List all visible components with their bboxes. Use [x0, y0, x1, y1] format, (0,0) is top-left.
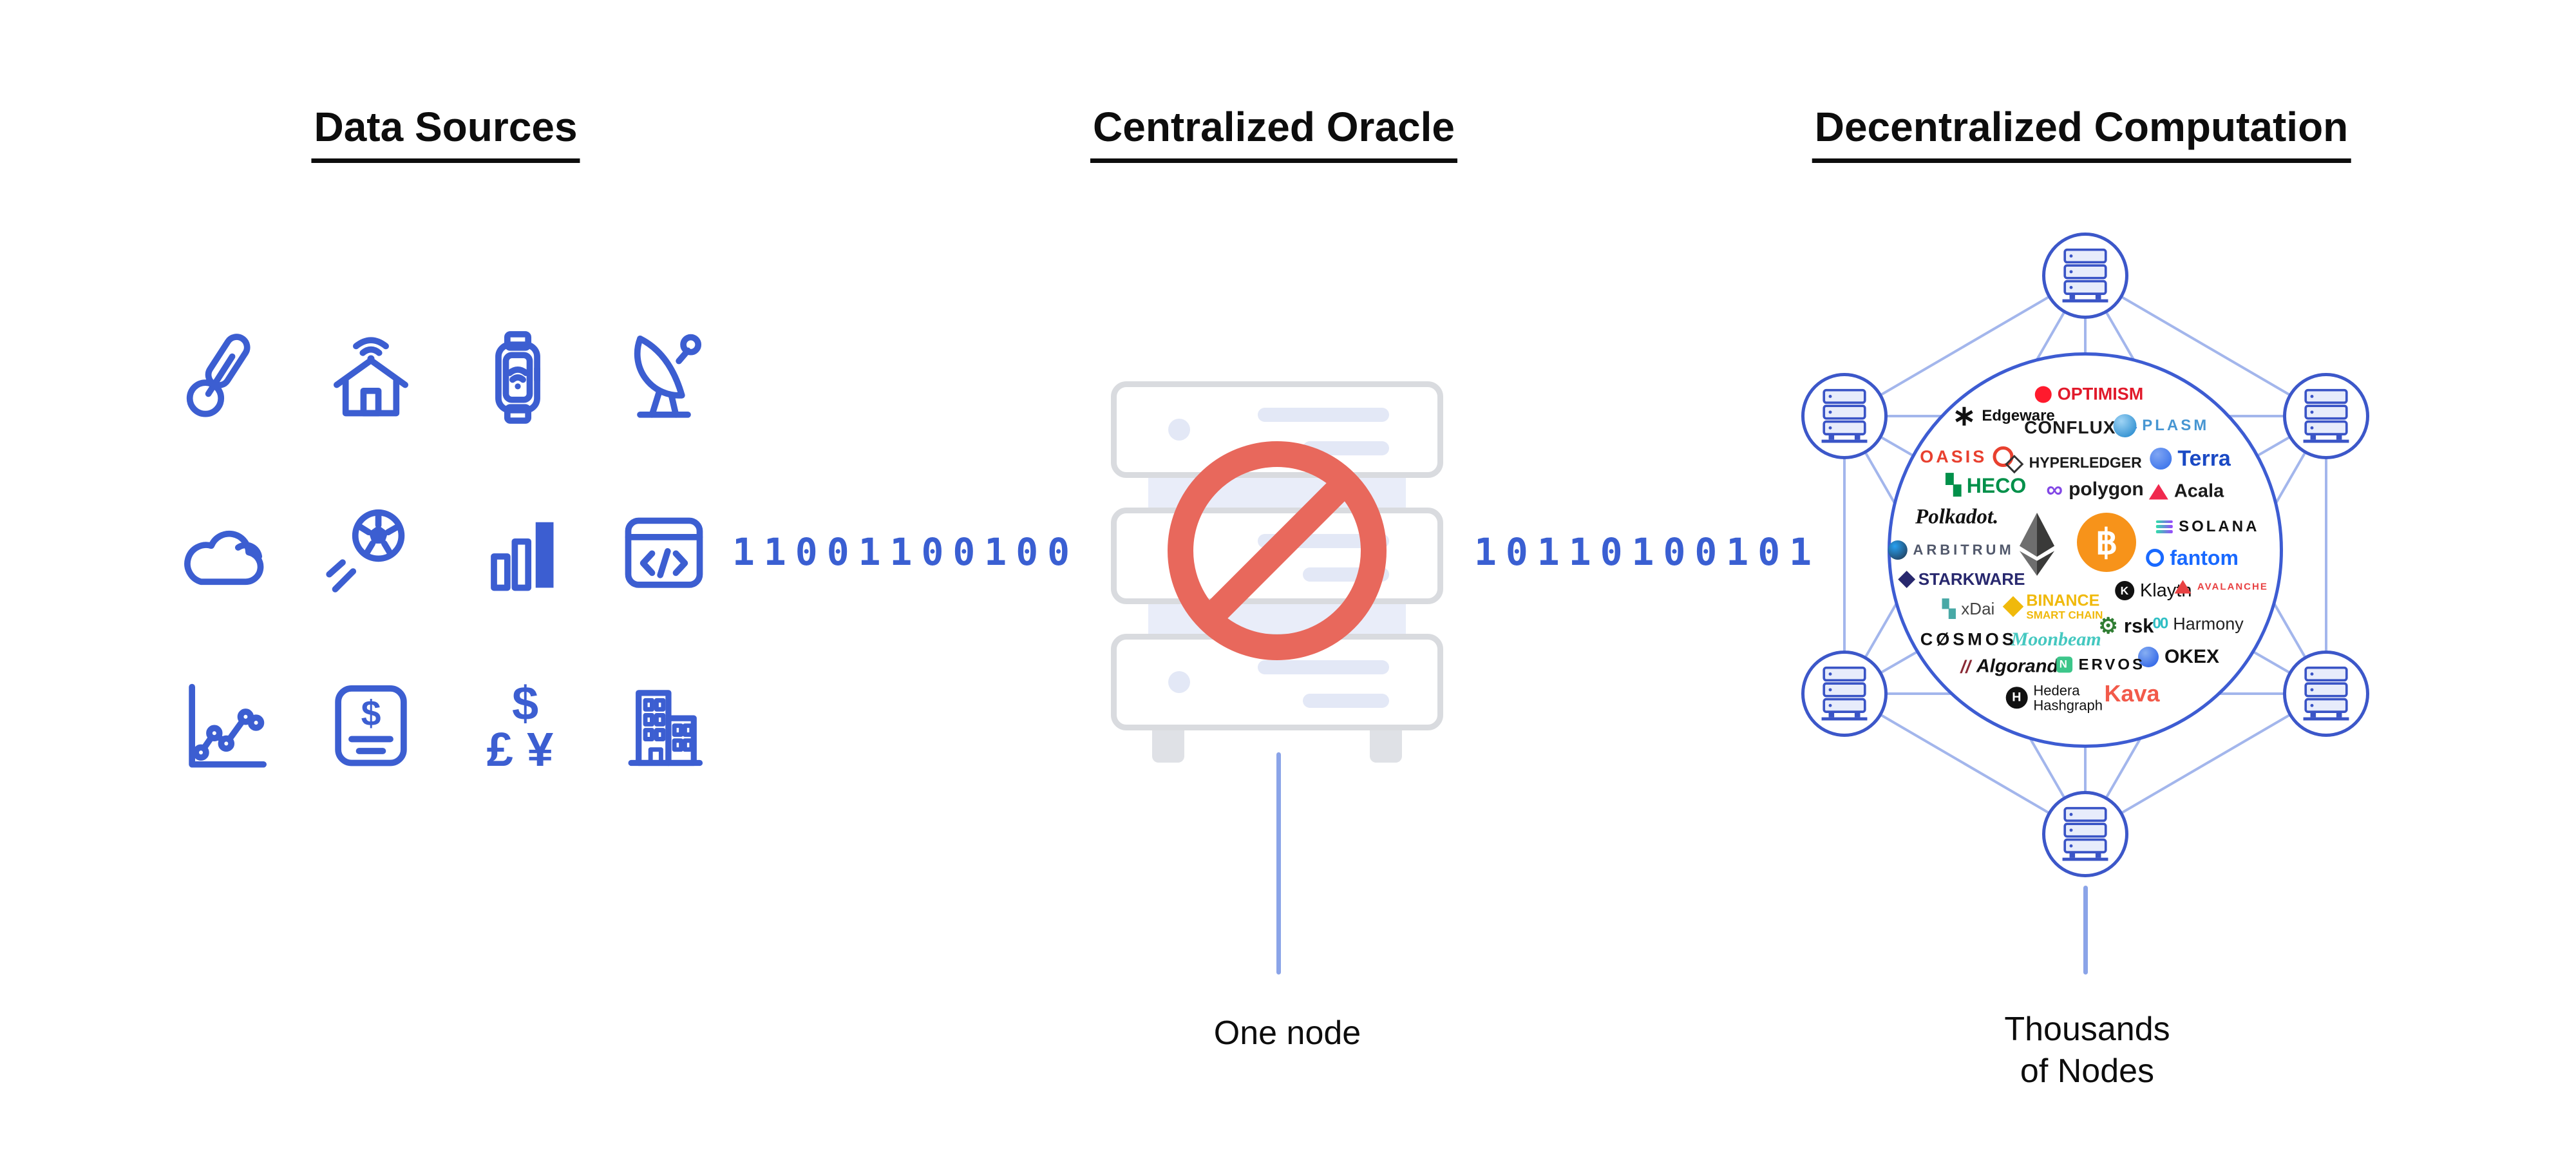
satellite-dish-icon — [616, 330, 712, 425]
logo-hyperledger: ◇HYPERLEDGER — [2005, 449, 2142, 476]
logo-mark-icon: ▚ — [1946, 475, 1961, 497]
logo-mark-icon: K — [2114, 581, 2134, 601]
logo-rsk: ⚙rsk — [2098, 613, 2154, 638]
caption-line-2: of Nodes — [2020, 1052, 2155, 1090]
logo-mark-icon — [2137, 647, 2159, 668]
currency-exchange-icon: $ £ ¥ — [470, 680, 565, 775]
logo-kava: Kava — [2104, 680, 2160, 707]
server-node-upper-left — [1801, 373, 1888, 459]
logo-ethereum — [2016, 511, 2057, 578]
logo-cosmos: CØSMOS — [1920, 629, 2017, 649]
logo-polkadot: Polkadot. — [1915, 505, 1999, 529]
svg-text:¥: ¥ — [527, 723, 553, 775]
svg-text:$: $ — [512, 680, 538, 730]
logo-mark-icon: 00 — [2152, 614, 2169, 633]
network-drop-line — [2083, 886, 2088, 975]
logo-mark-icon — [1888, 540, 1908, 560]
city-buildings-icon — [616, 680, 712, 775]
logo-mark-icon: ∗ — [1952, 399, 1976, 432]
logo-mark-icon: ฿ — [2077, 512, 2137, 572]
prohibition-icon — [1168, 441, 1387, 660]
caption-line-1: Thousands — [2004, 1011, 2170, 1048]
thousands-of-nodes-caption: Thousands of Nodes — [2004, 1009, 2170, 1092]
logo-terra: Terra — [2150, 448, 2231, 470]
data-sources-icon-grid: $ $ £ ¥ — [151, 290, 737, 815]
server-node-lower-left — [1801, 651, 1888, 737]
logo-solana: SOLANA — [2156, 518, 2259, 535]
logo-edgeware: ∗Edgeware — [1952, 399, 2055, 432]
server-node-upper-right — [2283, 373, 2369, 459]
server-node-bottom — [2042, 791, 2128, 877]
svg-text:£: £ — [486, 723, 513, 775]
weather-cloud-icon — [177, 504, 272, 600]
logo-starkware: STARKWARE — [1898, 571, 2025, 588]
logo-xdai: ▚xDai — [1942, 598, 1995, 618]
logo-acala: Acala — [2148, 482, 2224, 501]
logo-mark-icon — [2146, 549, 2164, 567]
input-binary-string: 11001100100 — [732, 530, 1079, 574]
logo-mark-icon: ∞ — [2046, 476, 2063, 503]
logo-mark-icon: N — [2056, 656, 2073, 673]
oracle-drop-line — [1276, 752, 1281, 975]
smart-home-icon — [323, 330, 419, 425]
logo-mark-icon — [1898, 571, 1915, 588]
logo-mark-icon: ▚ — [1942, 598, 1956, 618]
logo-mark-icon — [2156, 520, 2174, 533]
server-rack-icon — [2303, 666, 2349, 721]
logo-oasis: OASIS — [1920, 446, 2014, 468]
code-window-icon — [616, 504, 712, 600]
logo-conflux: CONFLUX — [2024, 418, 2137, 437]
logo-arbitrum: ARBITRUM — [1888, 540, 2014, 560]
logo-mark-icon — [2113, 414, 2137, 437]
one-node-caption: One node — [1213, 1014, 1361, 1052]
bar-chart-icon — [470, 504, 565, 600]
logo-algorand: //Algorand — [1960, 656, 2059, 677]
logo-mark-icon: ◇ — [2005, 449, 2023, 476]
logo-heco: ▚HECO — [1946, 474, 2027, 498]
logo-mark-icon — [2148, 484, 2168, 500]
server-rack-icon — [2062, 806, 2108, 861]
logo-polygon: ∞polygon — [2046, 476, 2144, 503]
svg-text:$: $ — [361, 694, 381, 734]
centralized-oracle-title: Centralized Oracle — [1090, 103, 1457, 163]
smartwatch-icon — [470, 330, 565, 425]
server-rack-icon — [2303, 388, 2349, 443]
output-binary-string: 10110100101 — [1473, 530, 1821, 574]
decentralized-computation-title: Decentralized Computation — [1812, 103, 2351, 163]
server-rack-icon — [2062, 248, 2108, 303]
logo-mark-icon — [2174, 580, 2192, 594]
logo-fantom: fantom — [2146, 547, 2239, 568]
logo-mark-icon — [2002, 596, 2024, 618]
sports-ball-icon — [323, 504, 419, 600]
server-rack-icon — [1821, 388, 1868, 443]
payment-invoice-icon: $ — [323, 680, 419, 775]
logo-avalanche: AVALANCHE — [2174, 580, 2268, 594]
logo-okex: OKEX — [2137, 647, 2219, 668]
logo-mark-icon — [2034, 386, 2052, 403]
ethereum-icon — [2016, 511, 2057, 578]
logo-optimism: OPTIMISM — [2034, 385, 2143, 403]
thermometer-icon — [177, 330, 272, 425]
logo-mark-icon: H — [2005, 687, 2028, 709]
logo-mark-icon: // — [1960, 656, 1971, 677]
data-sources-title: Data Sources — [311, 103, 580, 163]
logo-bitcoin: ฿ — [2077, 512, 2137, 572]
server-rack-icon — [1821, 666, 1868, 721]
logo-mark-icon — [1993, 446, 2014, 468]
server-node-lower-right — [2283, 651, 2369, 737]
logo-mark-icon: ⚙ — [2098, 613, 2118, 638]
logo-moonbeam: Moonbeam — [2011, 628, 2101, 650]
logo-plasm: PLASM — [2113, 414, 2209, 437]
logo-mark-icon — [2150, 448, 2172, 470]
line-chart-icon — [177, 680, 272, 775]
server-node-top — [2042, 233, 2128, 319]
